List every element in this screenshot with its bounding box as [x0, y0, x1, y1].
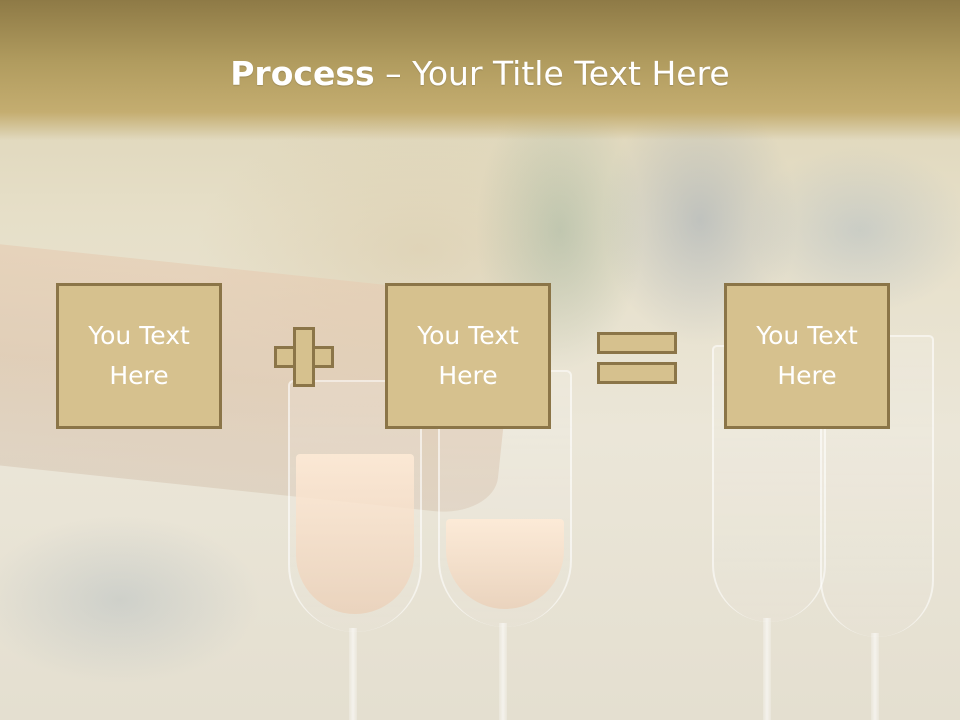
glass-stem-image	[763, 618, 771, 720]
glass-stem-image	[349, 628, 357, 720]
equals-icon	[597, 332, 677, 384]
process-box-3[interactable]: You Text Here	[724, 283, 890, 429]
glass-stem-image	[499, 623, 507, 720]
title-bold: Process	[230, 54, 375, 93]
process-box-1[interactable]: You Text Here	[56, 283, 222, 429]
title-band	[0, 0, 960, 140]
glass-stem-image	[871, 633, 879, 720]
process-box-2[interactable]: You Text Here	[385, 283, 551, 429]
slide-title[interactable]: Process – Your Title Text Here	[0, 52, 960, 96]
title-rest: – Your Title Text Here	[374, 54, 730, 93]
plus-icon	[274, 327, 334, 387]
